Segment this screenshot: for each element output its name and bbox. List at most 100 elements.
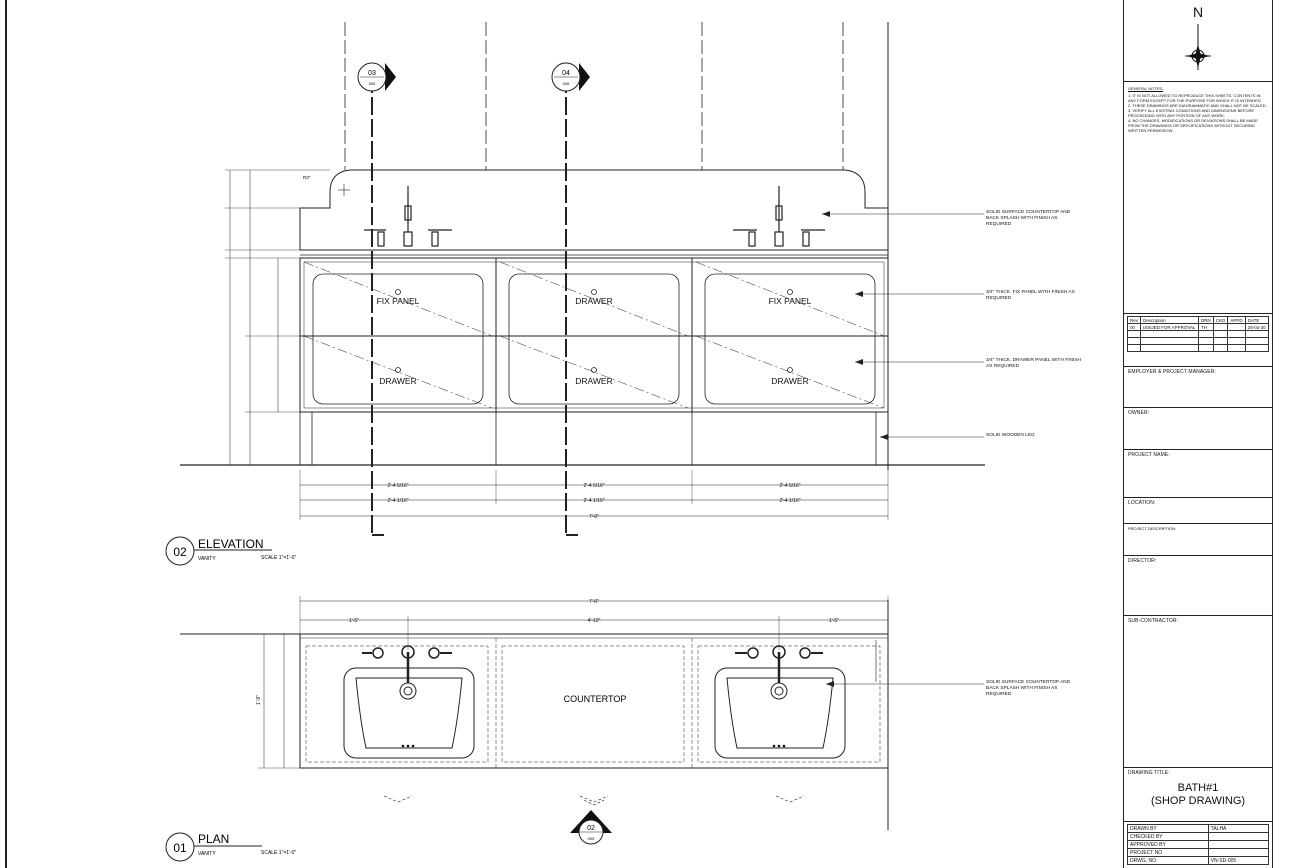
general-note-1: 1. IT IS NOT ALLOWED TO REPRODUCE THIS S… bbox=[1128, 93, 1262, 103]
rev-cell: 28-02-20 bbox=[1244, 323, 1270, 331]
elevation-title-text: ELEVATION bbox=[198, 537, 264, 551]
note-countertop-plan: SOLID SURFACE COUNTERTOP AND BACK SPLASH… bbox=[986, 680, 1071, 697]
note-countertop-elev: SOLID SURFACE COUNTERTOP AND BACK SPLASH… bbox=[986, 210, 1071, 227]
employer-label: EMPLOYER & PROJECT MANAGER: bbox=[1128, 369, 1216, 375]
subcontractor-cell: SUB-CONTRACTOR: bbox=[1124, 616, 1272, 768]
project-name-cell: PROJECT NAME: bbox=[1124, 450, 1272, 498]
panel-label-drawer-bottom-left: DRAWER bbox=[379, 376, 416, 386]
plan-title-text: PLAN bbox=[198, 832, 229, 846]
panel-label-drawer-bottom-mid: DRAWER bbox=[575, 376, 612, 386]
location-cell: LOCATION: bbox=[1124, 498, 1272, 524]
location-label: LOCATION: bbox=[1128, 500, 1156, 506]
rev-cell: 00 bbox=[1126, 323, 1142, 331]
plan-dim-mid: 4'-10" bbox=[588, 618, 601, 624]
general-note-4: 4. NO CHANGES, MODIFICATIONS OR DEVIATIO… bbox=[1128, 118, 1258, 133]
rev-header-appd: APPD bbox=[1227, 316, 1246, 324]
section-marker-03-sheet: 006 bbox=[369, 81, 376, 86]
project-no-label: PROJECT NO bbox=[1127, 848, 1209, 857]
note-drawer-panel: 3/4" THICK. DRAWER PANEL WITH FINISH AS … bbox=[986, 358, 1081, 369]
director-cell: DIRECTOR: bbox=[1124, 556, 1272, 616]
plan-dim-side: 1'-9" bbox=[256, 695, 262, 705]
drawing-title-label: DRAWING TITLE: bbox=[1128, 770, 1170, 776]
section-marker-04-sheet: 006 bbox=[563, 81, 570, 86]
approved-by-label: APPROVED BY bbox=[1127, 840, 1209, 849]
general-note-3: 3. VERIFY ALL EXISTING CONDITIONS AND DI… bbox=[1128, 108, 1255, 118]
rev-cell: TH bbox=[1197, 323, 1214, 331]
dim-row2-2: 2'-4 1/16" bbox=[583, 498, 604, 504]
dim-row1-2: 2'-4 5/16" bbox=[583, 483, 604, 489]
section-marker-02-sheet: 005 bbox=[588, 836, 595, 841]
elevation-number: 02 bbox=[173, 545, 187, 559]
subcontractor-label: SUB-CONTRACTOR: bbox=[1128, 618, 1179, 624]
checked-by-label: CHECKED BY bbox=[1127, 832, 1209, 841]
section-marker-02: 02 005 bbox=[570, 810, 612, 845]
north-label: N bbox=[1193, 4, 1204, 20]
rev-header-drn: DRN bbox=[1197, 316, 1214, 324]
section-marker-04: 04 006 bbox=[551, 62, 590, 92]
dim-row1-1: 2'-4 5/16" bbox=[387, 483, 408, 489]
plan-scale: SCALE 1"=1'-0" bbox=[261, 850, 296, 856]
plan-title: 01 PLAN VANITY SCALE 1"=1'-0" bbox=[165, 832, 296, 862]
rev-cell: ISSUED FOR APPROVAL bbox=[1140, 323, 1199, 331]
plan-dim-left: 1'-5" bbox=[349, 618, 359, 624]
rev-cell bbox=[1227, 323, 1246, 331]
countertop-label: COUNTERTOP bbox=[564, 694, 627, 704]
general-notes-cell: GENERAL NOTES: 1. IT IS NOT ALLOWED TO R… bbox=[1124, 82, 1272, 314]
rev-header-ckd: CKD bbox=[1212, 316, 1229, 324]
leader-arrows bbox=[822, 211, 888, 687]
panel-label-drawer-bottom-right: DRAWER bbox=[771, 376, 808, 386]
general-note-2: 2. THESE DRAWINGS ARE DIAGRAMMATIC AND S… bbox=[1128, 103, 1267, 108]
drawing-title-cell: DRAWING TITLE: BATH#1 (SHOP DRAWING) bbox=[1124, 768, 1272, 822]
project-name-label: PROJECT NAME: bbox=[1128, 452, 1170, 458]
director-label: DIRECTOR: bbox=[1128, 558, 1157, 564]
note-wooden-leg: SOLID WOODEN LEG bbox=[986, 433, 1035, 438]
section-marker-03-num: 03 bbox=[368, 70, 376, 77]
drawn-by-label: DRAWN BY bbox=[1127, 824, 1209, 833]
owner-cell: OWNER: bbox=[1124, 408, 1272, 450]
general-notes-heading: GENERAL NOTES: bbox=[1128, 86, 1163, 91]
faucet-left bbox=[364, 186, 452, 247]
rev-header-rev: Rev bbox=[1126, 316, 1142, 324]
elevation-scale: SCALE 1"=1'-0" bbox=[261, 555, 296, 561]
employer-cell: EMPLOYER & PROJECT MANAGER: bbox=[1124, 366, 1272, 408]
panel-label-fix-left: FIX PANEL bbox=[377, 296, 420, 306]
dim-elev-total: 7'-0" bbox=[589, 514, 599, 520]
note-fix-panel: 3/4" THICK. FIX PANEL WITH FINISH AS REQ… bbox=[986, 290, 1075, 301]
north-arrow-cell: N bbox=[1124, 0, 1272, 82]
rev-cell bbox=[1212, 323, 1229, 331]
plan-subtitle: VANITY bbox=[198, 851, 216, 857]
panel-label-fix-right: FIX PANEL bbox=[769, 296, 812, 306]
section-marker-03: 03 006 bbox=[357, 62, 396, 92]
section-marker-04-num: 04 bbox=[562, 70, 570, 77]
elevation-title: 02 ELEVATION VANITY SCALE 1"=1'-0" bbox=[165, 536, 296, 566]
plan-view bbox=[180, 596, 984, 806]
dim-row2-3: 2'-4 1/16" bbox=[779, 498, 800, 504]
title-block: N GENERAL NOTES: 1. IT IS NOT ALLOWED TO… bbox=[1123, 0, 1273, 868]
compass-icon bbox=[1185, 24, 1211, 70]
table-row: 00 ISSUED FOR APPROVAL TH 28-02-20 bbox=[1126, 323, 1270, 331]
project-description-label: PROJECT DESCRIPTION: bbox=[1128, 526, 1177, 531]
radius-label: R3" bbox=[303, 175, 311, 180]
drawn-by-value: TALHA bbox=[1207, 824, 1270, 833]
panel-label-drawer-top-mid: DRAWER bbox=[575, 296, 612, 306]
project-description-cell: PROJECT DESCRIPTION: bbox=[1124, 524, 1272, 556]
dwg-no-label: DRWG. NO. bbox=[1127, 856, 1209, 865]
faucet-right bbox=[733, 186, 825, 247]
plan-dim-total: 7'-0" bbox=[589, 599, 599, 605]
elevation-view bbox=[180, 22, 985, 536]
dim-row2-1: 2'-4 1/16" bbox=[387, 498, 408, 504]
plan-dim-right: 1'-5" bbox=[829, 618, 839, 624]
dwg-no-value: VN-SD-005 bbox=[1207, 856, 1270, 865]
revision-table: Rev Description DRN CKD APPD DATE 00 ISS… bbox=[1126, 316, 1270, 352]
drawing-title-line1: BATH#1 bbox=[1177, 782, 1219, 794]
owner-label: OWNER: bbox=[1128, 410, 1150, 416]
elevation-subtitle: VANITY bbox=[198, 556, 216, 562]
rev-header-desc: Description bbox=[1140, 316, 1199, 324]
rev-header-date: DATE bbox=[1244, 316, 1270, 324]
dim-row1-3: 2'-4 5/16" bbox=[779, 483, 800, 489]
plan-number: 01 bbox=[173, 841, 187, 855]
section-marker-02-num: 02 bbox=[587, 825, 595, 832]
drawing-title-line2: (SHOP DRAWING) bbox=[1150, 795, 1246, 807]
